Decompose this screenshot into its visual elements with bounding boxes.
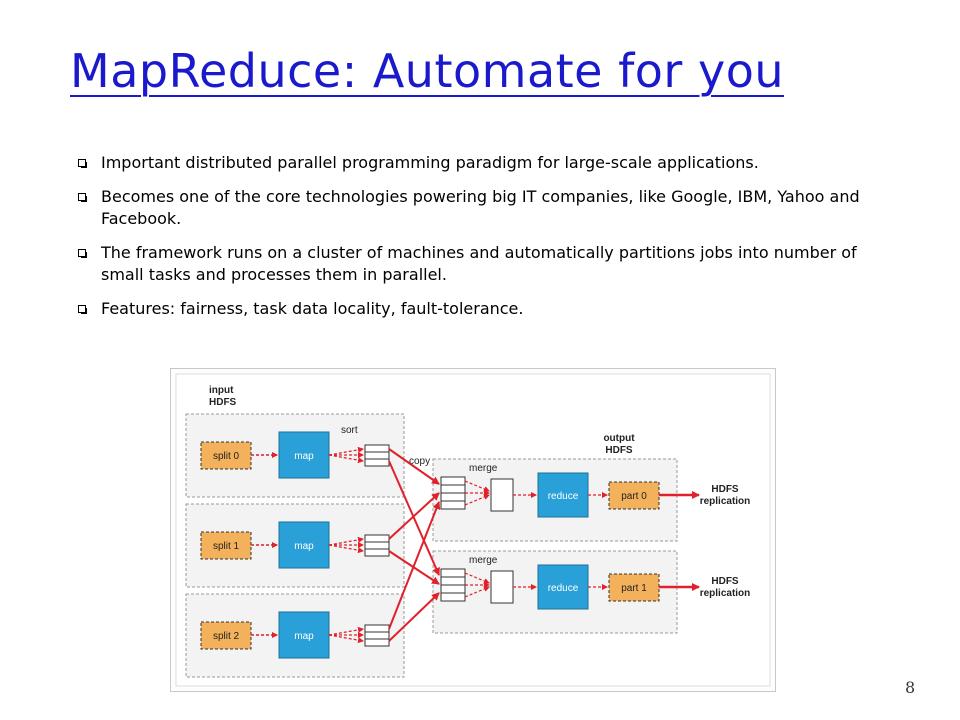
- sort-label: sort: [341, 425, 358, 436]
- sort-buffer-2: [364, 624, 390, 647]
- split-label-2: split 2: [213, 631, 240, 642]
- bullet-item: Important distributed parallel programmi…: [78, 152, 868, 174]
- map-label-2: map: [294, 631, 314, 642]
- split-box-2: [200, 621, 252, 650]
- part-label-0: part 0: [621, 491, 647, 502]
- split-box-1: [200, 531, 252, 560]
- copy-label: copy: [409, 456, 430, 467]
- slide-title: MapReduce: Automate for you: [70, 44, 784, 98]
- checkbox-bullet-icon: [78, 249, 87, 258]
- map-box-2: [278, 611, 330, 659]
- map-box-0: [278, 431, 330, 479]
- output-label: output: [603, 433, 635, 444]
- bullet-item: Features: fairness, task data locality, …: [78, 298, 868, 320]
- reduce-label-1: reduce: [548, 583, 579, 594]
- merged-file-1: [490, 570, 514, 604]
- reduce-box-1: [537, 564, 589, 610]
- part-box-1: [608, 573, 660, 602]
- map-label-0: map: [294, 451, 314, 462]
- bullet-item: Becomes one of the core technologies pow…: [78, 186, 868, 230]
- reduce-label-0: reduce: [548, 491, 579, 502]
- merge-label-0: merge: [469, 463, 498, 474]
- bullet-text: Important distributed parallel programmi…: [101, 153, 759, 172]
- map-label-1: map: [294, 541, 314, 552]
- split-label-1: split 1: [213, 541, 240, 552]
- output-hdfs-label: HDFS: [605, 445, 633, 456]
- replication-label-0: replication: [700, 496, 751, 507]
- checkbox-bullet-icon: [78, 305, 87, 314]
- bullet-text: Features: fairness, task data locality, …: [101, 299, 524, 318]
- input-hdfs-label: HDFS: [209, 397, 237, 408]
- reduce-box-0: [537, 472, 589, 518]
- page-number: 8: [905, 678, 916, 697]
- hdfs-replication-label-1: HDFS: [711, 576, 739, 587]
- bullet-text: The framework runs on a cluster of machi…: [101, 243, 857, 284]
- map-box-1: [278, 521, 330, 569]
- sort-buffer-1: [364, 534, 390, 557]
- checkbox-bullet-icon: [78, 193, 87, 202]
- part-box-0: [608, 481, 660, 510]
- bullet-list: Important distributed parallel programmi…: [78, 152, 868, 332]
- hdfs-replication-label-0: HDFS: [711, 484, 739, 495]
- part-label-1: part 1: [621, 583, 647, 594]
- merge-label-1: merge: [469, 555, 498, 566]
- replication-label-1: replication: [700, 588, 751, 599]
- bullet-item: The framework runs on a cluster of machi…: [78, 242, 868, 286]
- input-label: input: [209, 385, 234, 396]
- split-box-0: [200, 441, 252, 470]
- mapreduce-diagram: input HDFS split 0 split 1 split 2 map m…: [170, 368, 776, 692]
- sort-buffer-0: [364, 444, 390, 467]
- mapreduce-diagram-svg: input HDFS split 0 split 1 split 2 map m…: [175, 373, 771, 687]
- bullet-text: Becomes one of the core technologies pow…: [101, 187, 860, 228]
- split-label-0: split 0: [213, 451, 240, 462]
- merged-file-0: [490, 478, 514, 512]
- checkbox-bullet-icon: [78, 159, 87, 168]
